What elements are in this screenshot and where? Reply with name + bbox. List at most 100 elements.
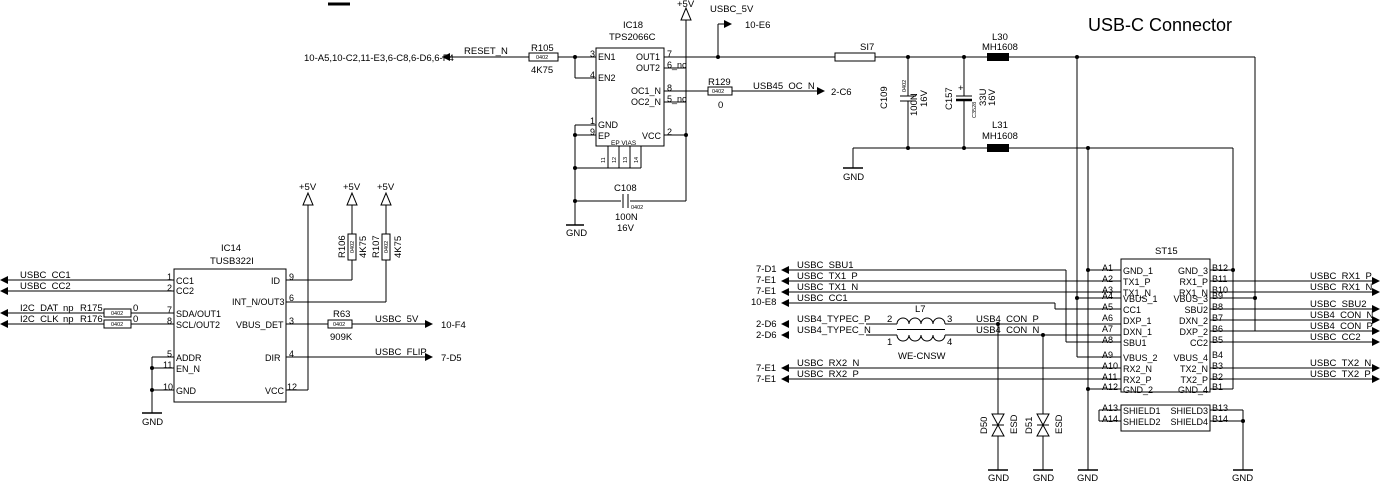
r107-pkg: 0402 — [384, 241, 390, 253]
st15-pin-b12: GND_3 — [1178, 266, 1208, 276]
cap-gnd-label: GND — [843, 172, 864, 183]
c108-voltage: 16V — [617, 223, 635, 234]
ic18-ep-vias-label: EP VIAS — [611, 140, 637, 147]
c109-pkg: 0402 — [902, 80, 908, 92]
r106-ref: R106 — [337, 235, 348, 258]
st15-pinnum-b8: B8 — [1212, 302, 1223, 312]
l7-pin-4: 4 — [947, 337, 952, 348]
ic18-pinnum-4: 4 — [590, 70, 595, 80]
ic18-pinnum-2: 2 — [667, 127, 672, 137]
ic18-pin-out2: OUT2 — [636, 63, 660, 73]
r63-ref: R63 — [333, 309, 350, 320]
st15-pinnum-b13: B13 — [1212, 403, 1228, 413]
ic18-pin-oc2n: OC2_N — [631, 97, 661, 107]
ic18-part: TPS2066C — [609, 32, 656, 43]
reset-net-label: RESET_N — [464, 46, 508, 57]
usbc-sbu1-label: USBC_SBU1 — [797, 260, 854, 271]
usbc-rx1p-label: USBC_RX1_P — [1310, 271, 1372, 282]
l7-value: WE-CNSW — [898, 351, 946, 362]
ref-tx1p: 7-E1 — [756, 275, 776, 286]
r105-value: 4K75 — [531, 65, 553, 76]
ic14-pinnum-10: 10 — [163, 382, 173, 392]
ic18-via-14: 14 — [634, 157, 640, 163]
ic14-vcc-plus5v-arrow — [302, 191, 314, 206]
st15-pinnum-b4: B4 — [1212, 350, 1223, 360]
ic18-pinnum-6nc: 6_nc — [667, 60, 687, 70]
st15-pinnum-b2: B2 — [1212, 372, 1223, 382]
r175-ref: R175 — [80, 303, 103, 314]
ic14-pinnum-3: 3 — [289, 316, 294, 326]
c157-voltage: 16V — [987, 88, 998, 106]
usbc-tx1p-label: USBC_TX1_P — [797, 271, 858, 282]
ic18-pin-ep: EP — [598, 131, 610, 141]
st15-pin-b9: VBUS_3 — [1173, 294, 1208, 304]
ic14-ref: IC14 — [221, 243, 241, 254]
st15-gnd-left-label: GND — [1077, 473, 1098, 484]
r63-pkg: 0402 — [333, 322, 345, 328]
ic14-pin-vcc: VCC — [265, 386, 285, 396]
ic14-pin-scl: SCL/OUT2 — [176, 320, 220, 330]
st15-pin-b11: RX1_P — [1179, 277, 1208, 287]
ic18-via-11: 11 — [601, 157, 607, 163]
ic14-pin-cc2: CC2 — [176, 286, 194, 296]
r175-resistor — [103, 308, 132, 318]
ic14-pin-int: INT_N/OUT3 — [232, 297, 285, 307]
usbc5v-b-ref: 10-F4 — [441, 320, 466, 331]
r105-ref: R105 — [531, 43, 554, 54]
r105-pkg: 0402 — [536, 55, 548, 61]
c157-plus-mark: + — [958, 83, 964, 94]
usbc5v-b-label: USBC_5V — [375, 314, 419, 325]
st15-pin-a14: SHIELD2 — [1123, 417, 1161, 427]
st15-pin-b10: RX1_N — [1179, 288, 1208, 298]
l31-value: MH1608 — [982, 131, 1018, 142]
r176-ref: R176 — [80, 314, 103, 325]
ic14-pinnum-7: 7 — [167, 305, 172, 315]
st15-pinnum-a13: A13 — [1102, 403, 1118, 413]
ic18-gnd-label: GND — [566, 228, 587, 239]
usb4-typec-p-label: USB4_TYPEC_P — [797, 314, 870, 325]
st15-pinnum-a8: A8 — [1102, 335, 1113, 345]
st15-pinnum-b3: B3 — [1212, 361, 1223, 371]
l7-pin-1: 1 — [887, 337, 892, 348]
st15-pin-a7: DXN_1 — [1123, 327, 1152, 337]
st15-pin-b14: SHIELD4 — [1170, 417, 1208, 427]
st15-pinnum-a11: A11 — [1102, 372, 1117, 382]
ic14-pinnum-2: 2 — [167, 283, 172, 293]
ic18-pinnum-5nc: 5_nc — [667, 94, 687, 104]
ref-typec-p: 2-D6 — [756, 319, 777, 330]
st15-pinnum-a14: A14 — [1102, 414, 1118, 424]
c109-value: 100N — [909, 93, 920, 116]
usb45-oc-ref: 2-C6 — [831, 87, 852, 98]
ic18-pin-oc1n: OC1_N — [631, 86, 661, 96]
r176-value: 0 — [133, 314, 138, 325]
st15-pinnum-b9: B9 — [1212, 291, 1223, 301]
st15-body-shield — [1120, 404, 1211, 432]
ic14-pinnum-5: 5 — [167, 349, 172, 359]
st15-pinnum-b6: B6 — [1212, 324, 1223, 334]
st15-pinnum-a4: A4 — [1102, 291, 1113, 301]
st15-pinnum-a9: A9 — [1102, 350, 1113, 360]
d50-value: ESD — [1009, 414, 1020, 434]
ic18-pinnum-7: 7 — [667, 49, 672, 59]
ic18-pin-out1: OUT1 — [636, 52, 660, 62]
st15-body-main — [1120, 258, 1211, 393]
ic18-pin-gnd: GND — [598, 120, 619, 130]
st15-left-pins: GND_1A1TX1_PA2TX1_NA3VBUS_1A4CC1A5DXP_1A… — [1102, 263, 1161, 427]
ic14-body — [173, 268, 287, 403]
r106-plus5v-arrow — [346, 191, 358, 206]
st15-pinnum-a12: A12 — [1102, 382, 1118, 392]
l7-pin-3: 3 — [947, 314, 952, 325]
usb4-con-n-l-label: USB4_CON_N — [976, 325, 1039, 336]
st15-pinnum-b10: B10 — [1212, 285, 1228, 295]
l7-pin-2: 2 — [887, 314, 892, 325]
st15-pin-b1: GND_4 — [1178, 385, 1208, 395]
st15-pinnum-b11: B11 — [1212, 274, 1227, 284]
st15-pinnum-a10: A10 — [1102, 361, 1118, 371]
r107-plus5v-arrow — [380, 191, 392, 206]
ic14-pinnum-12: 12 — [287, 382, 297, 392]
st15-pinnum-a2: A2 — [1102, 274, 1113, 284]
st15-pin-a4: VBUS_1 — [1123, 294, 1158, 304]
ref-cc1: 10-E8 — [751, 297, 776, 308]
ic14-pinnum-1: 1 — [167, 272, 172, 282]
